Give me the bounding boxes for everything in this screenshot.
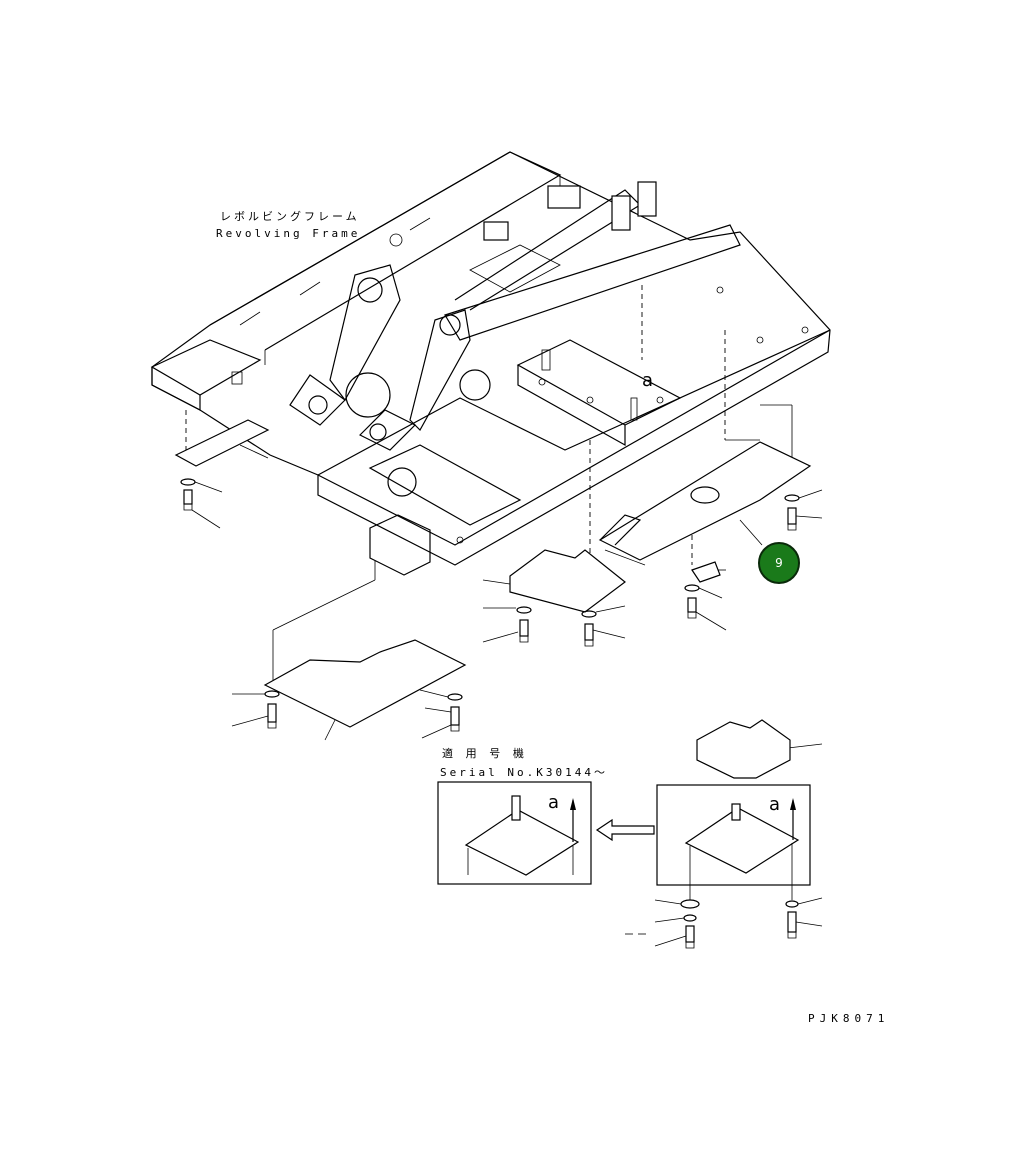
view-marker-left-detail: a [548, 792, 560, 813]
isolated-plate [696, 719, 791, 779]
leader-lines [191, 444, 823, 947]
view-marker-main: a [642, 370, 654, 391]
bolts-and-washers [180, 478, 800, 949]
drawing-code: PJK8071 [808, 1012, 890, 1025]
revolving-frame [150, 151, 831, 576]
cover-plates [174, 419, 812, 728]
arrow-to-left-box [595, 818, 655, 842]
view-marker-right-detail: a [769, 794, 781, 815]
serial-label-japanese: 適 用 号 機 [442, 747, 527, 760]
detail-box-right [656, 784, 811, 900]
detail-box-left [437, 781, 592, 885]
serial-label-english: Serial No.K30144～ [440, 766, 608, 779]
part-callout-9[interactable]: 9 [758, 542, 800, 584]
title-japanese: レボルビングフレーム [220, 210, 360, 223]
title-english: Revolving Frame [216, 227, 361, 240]
